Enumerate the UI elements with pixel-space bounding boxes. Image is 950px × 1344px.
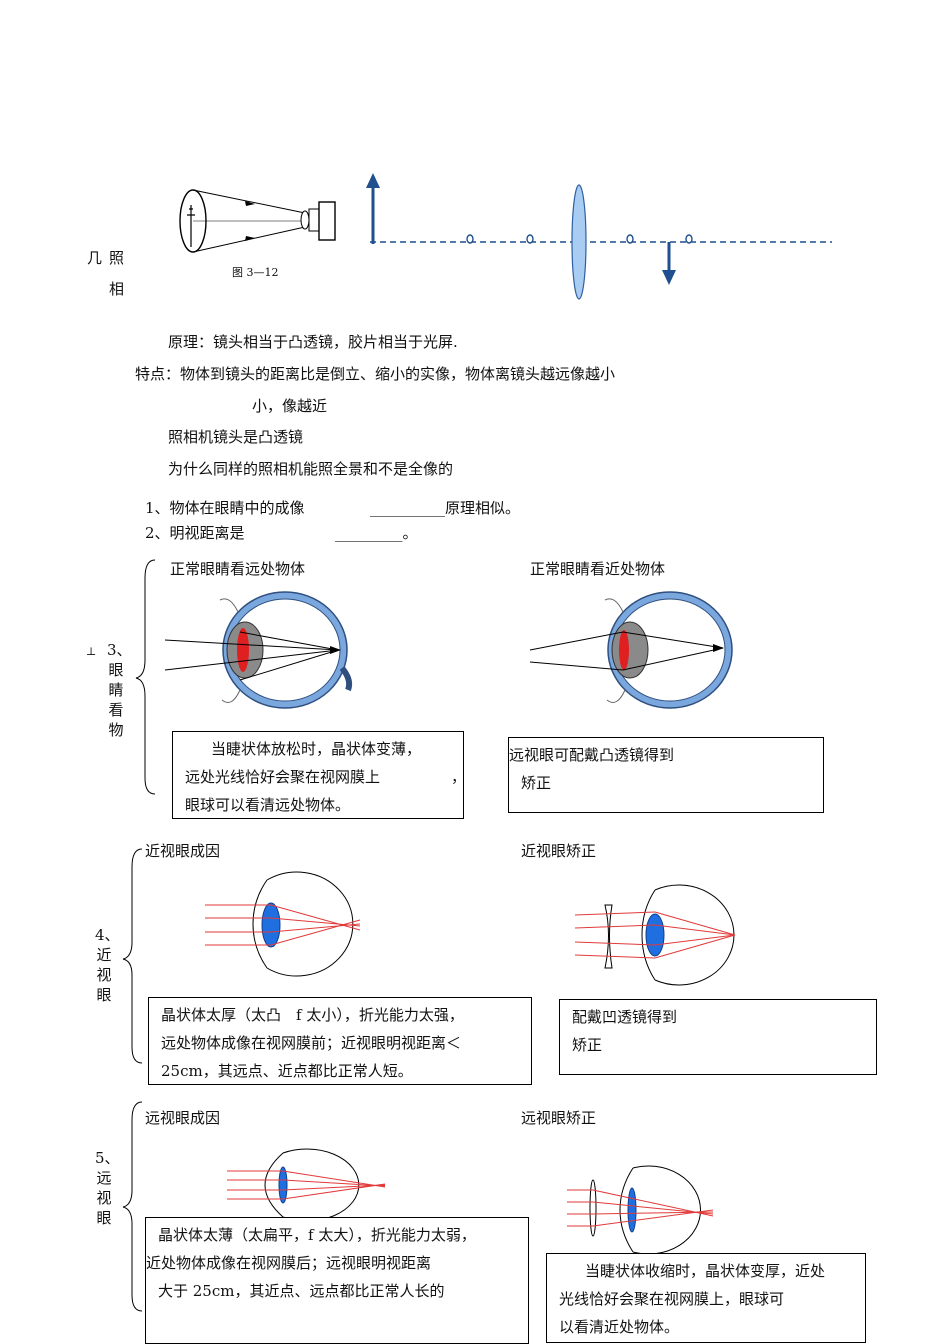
section3-left-box: 当睫状体放松时，晶状体变薄， 远处光线恰好会聚在视网膜上 ， 眼球可以看清远处物…: [172, 731, 467, 819]
camera-diagram: [179, 189, 336, 253]
section4-left-line1: 晶状体太厚（太凸 f 太小），折光能力太强，: [161, 1006, 464, 1024]
section4-right-line2: 矫正: [572, 1036, 603, 1054]
camera-question: 为什么同样的照相机能照全景和不是全像的: [168, 460, 454, 478]
eye-intro-line2-a: 2、明视距离是: [145, 524, 245, 542]
section4-left-line2: 远处物体成像在视网膜前；近视眼明视距离＜: [161, 1034, 462, 1052]
section5-left-line1: 晶状体太薄（太扁平，f 太大），折光能力太弱，: [158, 1226, 476, 1244]
section3-right-line2: 矫正: [521, 774, 552, 792]
eye-intro-line1-blank: __________: [370, 499, 445, 517]
section4-right-title: 近视眼矫正: [521, 842, 597, 860]
eye-intro-line2-b: 。: [402, 524, 418, 542]
section4-side-label: 4、近视眼: [95, 926, 120, 1004]
section5-right-line1: 当睫状体收缩时，晶状体变厚，近处: [585, 1262, 826, 1280]
camera-lens: 照相机镜头是凸透镜: [168, 428, 304, 446]
section3-left-line1: 当睫状体放松时，晶状体变薄，: [211, 740, 422, 758]
myopia-cause-diagram: [205, 871, 361, 977]
section3-brace: [135, 559, 156, 795]
eye-far-diagram: [164, 591, 353, 709]
eye-intro-line2-blank: _________: [335, 524, 403, 542]
section4-brace: [122, 848, 143, 1064]
eye-intro-line2: 2、明视距离是 _________。: [145, 524, 418, 542]
eye-near-diagram: [529, 591, 733, 709]
margin-label-2: 照: [109, 249, 125, 267]
section3-left-line3: 眼球可以看清远处物体。: [185, 796, 351, 814]
section3-side-label: 3、眼睛看物: [107, 641, 132, 739]
camera-feature-b: 小，像越近: [252, 397, 328, 415]
eye-intro-line1: 1、物体在眼睛中的成像 __________原理相似。: [145, 499, 520, 517]
section4-left-title: 近视眼成因: [145, 842, 221, 860]
section5-left-box: 晶状体太薄（太扁平，f 太大），折光能力太弱， 近处物体成像在视网膜后；远视眼明…: [145, 1217, 529, 1344]
hyperopia-cause-diagram: [227, 1148, 386, 1222]
section3-right-title: 正常眼睛看近处物体: [530, 560, 666, 578]
section5-right-line3: 以看清近处物体。: [559, 1318, 680, 1336]
camera-principle: 原理：镜头相当于凸透镜，胶片相当于光屏.: [168, 333, 458, 351]
section5-right-box: 当睫状体收缩时，晶状体变厚，近处 光线恰好会聚在视网膜上，眼球可 以看清近处物体…: [546, 1253, 866, 1343]
eye-intro-line1-b: 原理相似。: [445, 499, 521, 517]
section3-left-line2b: ，: [451, 768, 467, 786]
section5-right-line2: 光线恰好会聚在视网膜上，眼球可: [559, 1290, 785, 1308]
lens-diagram: [366, 173, 832, 300]
section4-left-box: 晶状体太厚（太凸 f 太小），折光能力太强， 远处物体成像在视网膜前；近视眼明视…: [148, 997, 532, 1085]
camera-feature-a: 特点：物体到镜头的距离比是倒立、缩小的实像，物体离镜头越远像越小: [135, 365, 616, 383]
section5-left-title: 远视眼成因: [145, 1109, 221, 1127]
section3-right-line1: 远视眼可配戴凸透镜得到: [509, 746, 675, 764]
section5-left-line2: 近处物体成像在视网膜后；远视眼明视距离: [146, 1254, 432, 1272]
figure-caption: 图 3—12: [232, 266, 279, 279]
hyperopia-correction-diagram: [567, 1165, 714, 1255]
section4-right-line1: 配戴凹透镜得到: [572, 1008, 678, 1026]
myopia-correction-diagram: [574, 884, 736, 986]
section4-right-box: 配戴凹透镜得到 矫正: [559, 999, 877, 1075]
section5-right-title: 远视眼矫正: [521, 1109, 597, 1127]
section5-side-label: 5、远视眼: [95, 1149, 120, 1227]
margin-label-1: 几: [87, 249, 103, 267]
eye-intro-line1-a: 1、物体在眼睛中的成像: [145, 499, 305, 517]
section3-right-box: 远视眼可配戴凸透镜得到 矫正: [508, 737, 824, 813]
section3-side-mark: ⊥: [86, 645, 97, 658]
section5-brace: [122, 1101, 143, 1312]
section4-left-line3: 25cm，其远点、近点都比正常人短。: [161, 1062, 413, 1080]
margin-label-3: 相: [109, 280, 125, 298]
section5-left-line3: 大于 25cm，其近点、远点都比正常人长的: [158, 1282, 445, 1300]
section3-left-line2: 远处光线恰好会聚在视网膜上: [185, 768, 381, 786]
section3-left-title: 正常眼睛看远处物体: [170, 560, 306, 578]
